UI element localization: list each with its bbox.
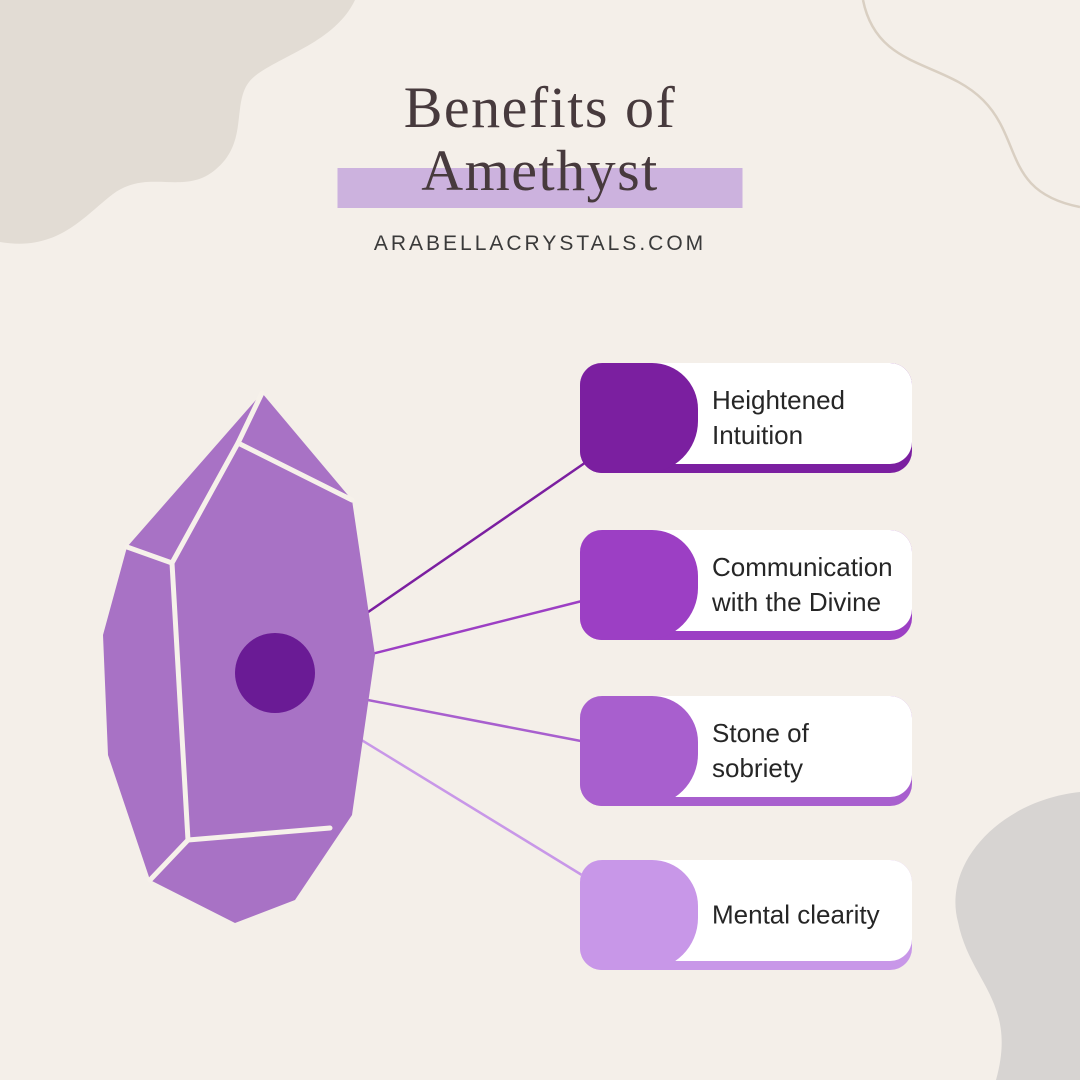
- benefit-card-stone-of-sobriety: Stone of sobriety: [580, 696, 912, 806]
- benefit-card-heightened-intuition: Heightened Intuition: [580, 363, 912, 473]
- crystal-hub: [235, 633, 315, 713]
- page-title-line1: Benefits of: [403, 75, 677, 140]
- card-color-tab: [580, 363, 698, 473]
- website-url: ARABELLACRYSTALS.COM: [373, 231, 707, 255]
- card-color-tab: [580, 860, 698, 970]
- card-color-tab: [580, 530, 698, 640]
- amethyst-crystal-illustration: [90, 380, 390, 950]
- benefit-card-communication-with-the-divine: Communication with the Divine: [580, 530, 912, 640]
- card-color-tab: [580, 696, 698, 806]
- benefit-card-mental-clearity: Mental clearity: [580, 860, 912, 970]
- benefit-label: Heightened Intuition: [712, 384, 845, 450]
- title-highlight: [337, 167, 743, 208]
- page-title-line2: Amethyst: [421, 137, 659, 203]
- benefit-label: Stone of sobriety: [712, 717, 809, 783]
- header: Benefits of Amethyst ARABELLACRYSTALS.CO…: [0, 75, 1080, 256]
- corner-blob-bottom-right: [955, 792, 1080, 1080]
- benefit-label: Mental clearity: [712, 899, 880, 930]
- benefit-label: Communication with the Divine: [712, 551, 893, 617]
- crystal-facet-lines: [124, 390, 355, 883]
